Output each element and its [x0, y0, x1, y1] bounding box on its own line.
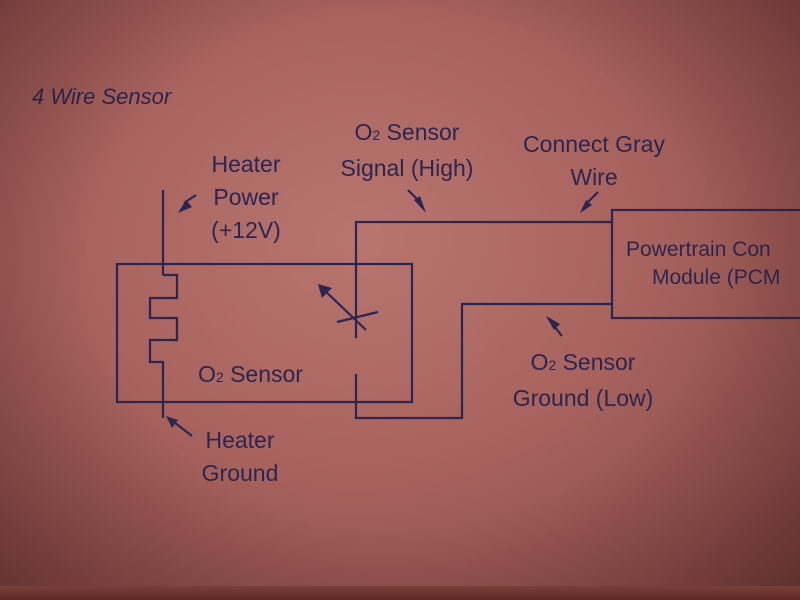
- ground-low-wire: [354, 302, 612, 420]
- heater-ground-label: Heater Ground: [201, 427, 279, 486]
- connect-gray-label: Connect Gray Wire: [523, 131, 665, 190]
- o2-sensor-housing: [115, 262, 414, 404]
- sensor-element-plate: [336, 310, 379, 324]
- o2-sensor-box-label: O2 Sensor: [198, 361, 303, 387]
- pcm-label: Powertrain Con Module (PCM: [626, 238, 781, 289]
- signal-high-wire: [354, 220, 612, 338]
- arrow-heater-power: [178, 200, 192, 213]
- arrow-heater-ground: [166, 416, 178, 428]
- arrow-o2-ground: [546, 316, 560, 330]
- heater-element: [148, 273, 179, 418]
- arrow-connect-gray: [580, 200, 592, 213]
- variable-arrow-shaft: [321, 287, 367, 331]
- page-edge: [0, 586, 800, 600]
- pcm-box: [610, 208, 800, 320]
- diagram-title: 4 Wire Sensor: [32, 84, 172, 109]
- o2-signal-label: O2 Sensor Signal (High): [340, 119, 474, 181]
- heater-power-label: Heater Power (+12V): [211, 151, 281, 243]
- variable-arrow-head: [318, 284, 332, 298]
- o2-ground-label: O2 Sensor Ground (Low): [512, 349, 654, 411]
